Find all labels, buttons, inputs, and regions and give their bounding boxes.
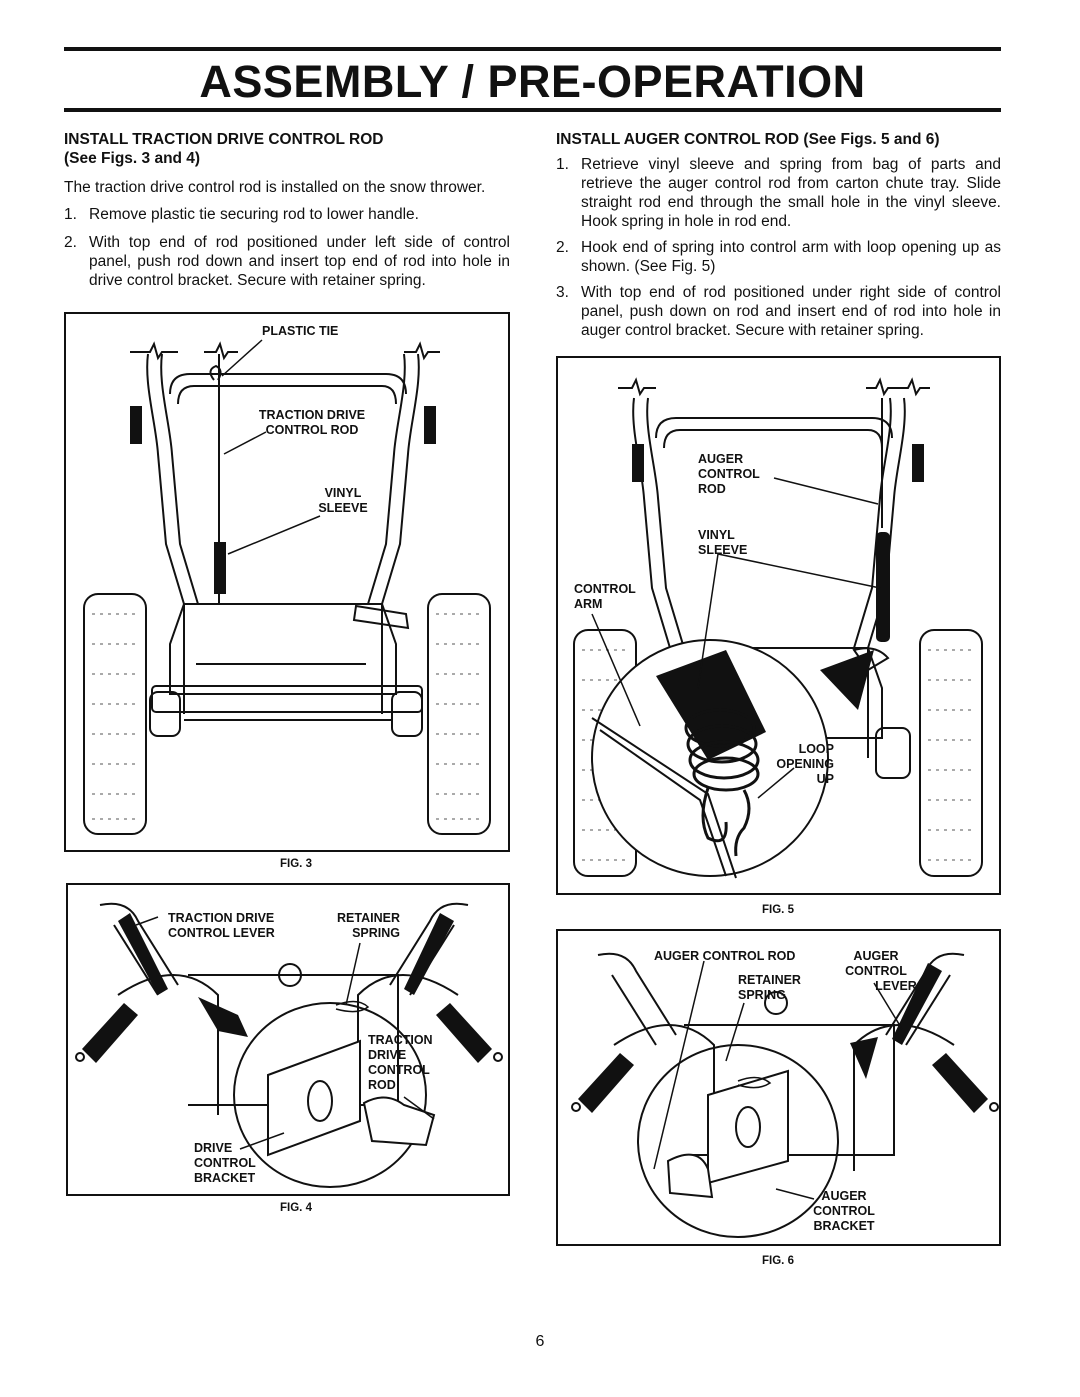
traction-drive-rod-label: TRACTION DRIVE CONTROL ROD xyxy=(250,408,374,438)
figure-3-illustration xyxy=(83,339,491,835)
step-item: 1. Retrieve vinyl sleeve and spring from … xyxy=(556,155,1001,231)
traction-rod-intro: The traction drive control rod is instal… xyxy=(64,179,486,196)
figure-4-illustration xyxy=(75,902,503,1188)
plastic-tie-label: PLASTIC TIE xyxy=(262,324,339,338)
label-line: UP xyxy=(816,772,834,786)
step-item: 1. Remove plastic tie securing rod to low… xyxy=(64,205,510,224)
title-underline xyxy=(64,108,1001,112)
label-line: CONTROL xyxy=(368,1063,430,1077)
label-line: BRACKET xyxy=(194,1171,256,1185)
figure-5-frame: AUGER CONTROL ROD VINYL SLEEVE CONTROL A… xyxy=(556,356,1001,895)
label-line: CONTROL xyxy=(574,582,636,596)
label-line: LEVER xyxy=(875,979,917,993)
step-text: Hook end of spring into control arm with… xyxy=(581,239,1001,275)
step-text: Retrieve vinyl sleeve and spring from ba… xyxy=(581,156,1001,230)
drive-control-bracket-label: DRIVE CONTROL BRACKET xyxy=(194,1141,256,1186)
figure-4-caption: FIG. 4 xyxy=(280,1202,312,1214)
traction-rod-heading: INSTALL TRACTION DRIVE CONTROL ROD xyxy=(64,131,384,148)
traction-drive-rod-label: TRACTION DRIVE CONTROL ROD xyxy=(368,1033,433,1093)
label-line: ARM xyxy=(574,597,603,611)
page-number: 6 xyxy=(535,1333,545,1350)
label-line: CONTROL ROD xyxy=(265,423,359,437)
auger-control-rod-label: AUGER CONTROL ROD xyxy=(654,949,796,963)
label-line: ROD xyxy=(368,1078,396,1092)
traction-drive-lever-label: TRACTION DRIVE CONTROL LEVER xyxy=(168,911,275,941)
label-line: AUGER xyxy=(821,1189,867,1203)
step-text: With top end of rod positioned under rig… xyxy=(581,284,1001,339)
label-line: SPRING xyxy=(738,988,786,1002)
label-line: VINYL xyxy=(324,486,362,500)
figure-4-frame: TRACTION DRIVE CONTROL LEVER RETAINER SP… xyxy=(66,883,510,1196)
label-line: CONTROL xyxy=(194,1156,256,1170)
traction-rod-heading-ref: (See Figs. 3 and 4) xyxy=(64,150,201,167)
step-number: 1. xyxy=(556,156,569,173)
figure-5-illustration xyxy=(573,377,983,879)
figure-3-frame: PLASTIC TIE TRACTION DRIVE CONTROL ROD V… xyxy=(64,312,510,852)
page-title: ASSEMBLY / PRE-OPERATION xyxy=(199,56,866,107)
figure-6-frame: AUGER CONTROL ROD RETAINER SPRING AUGER … xyxy=(556,929,1001,1246)
label-line: OPENING xyxy=(776,757,834,771)
traction-rod-steps: 1. Remove plastic tie securing rod to low… xyxy=(64,205,510,290)
retainer-spring-label: RETAINER SPRING xyxy=(738,973,801,1003)
label-line: TRACTION DRIVE xyxy=(258,408,366,422)
auger-rod-steps: 1. Retrieve vinyl sleeve and spring from … xyxy=(556,155,1001,340)
step-item: 2. With top end of rod positioned under l… xyxy=(64,233,510,290)
step-text: With top end of rod positioned under lef… xyxy=(89,234,510,289)
label-line: TRACTION DRIVE xyxy=(168,911,275,925)
label-line: CONTROL xyxy=(845,964,907,978)
label-line: TRACTION xyxy=(368,1033,433,1047)
label-line: SLEEVE xyxy=(698,543,748,557)
label-line: VINYL xyxy=(698,528,735,542)
step-item: 2. Hook end of spring into control arm wi… xyxy=(556,238,1001,276)
step-number: 3. xyxy=(556,284,569,301)
label-line: SPRING xyxy=(352,926,400,940)
auger-control-rod-label: AUGER CONTROL ROD xyxy=(698,452,760,497)
figure-5-caption: FIG. 5 xyxy=(762,904,794,916)
step-number: 1. xyxy=(64,206,77,223)
step-item: 3. With top end of rod positioned under r… xyxy=(556,283,1001,340)
label-line: DRIVE xyxy=(368,1048,407,1062)
step-number: 2. xyxy=(64,234,77,251)
label-line: CONTROL xyxy=(813,1204,875,1218)
auger-control-lever-label: AUGER CONTROL LEVER xyxy=(826,949,926,994)
label-line: CONTROL xyxy=(698,467,760,481)
label-line: SLEEVE xyxy=(318,501,368,515)
vinyl-sleeve-label: VINYL SLEEVE xyxy=(312,486,374,516)
label-line: DRIVE xyxy=(194,1141,233,1155)
retainer-spring-label: RETAINER SPRING xyxy=(322,911,400,941)
step-text: Remove plastic tie securing rod to lower… xyxy=(89,206,419,223)
label-line: AUGER xyxy=(698,452,744,466)
label-line: RETAINER xyxy=(337,911,400,925)
figure-3-caption: FIG. 3 xyxy=(280,858,312,870)
right-column: INSTALL AUGER CONTROL ROD (See Figs. 5 a… xyxy=(556,130,1001,340)
label-line: LOOP xyxy=(798,742,834,756)
label-line: BRACKET xyxy=(813,1219,875,1233)
step-number: 2. xyxy=(556,239,569,256)
figure-6-caption: FIG. 6 xyxy=(762,1255,794,1267)
auger-control-bracket-label: AUGER CONTROL BRACKET xyxy=(804,1189,884,1234)
top-rule xyxy=(64,47,1001,51)
loop-opening-up-label: LOOP OPENING UP xyxy=(762,742,834,787)
control-arm-label: CONTROL ARM xyxy=(574,582,636,612)
figure-6-illustration xyxy=(571,952,999,1238)
left-column: INSTALL TRACTION DRIVE CONTROL ROD (See … xyxy=(64,130,510,290)
label-line: AUGER xyxy=(853,949,899,963)
vinyl-sleeve-label: VINYL SLEEVE xyxy=(698,528,747,558)
label-line: CONTROL LEVER xyxy=(168,926,275,940)
auger-rod-heading: INSTALL AUGER CONTROL ROD (See Figs. 5 a… xyxy=(556,131,940,148)
label-line: RETAINER xyxy=(738,973,801,987)
label-line: ROD xyxy=(698,482,726,496)
